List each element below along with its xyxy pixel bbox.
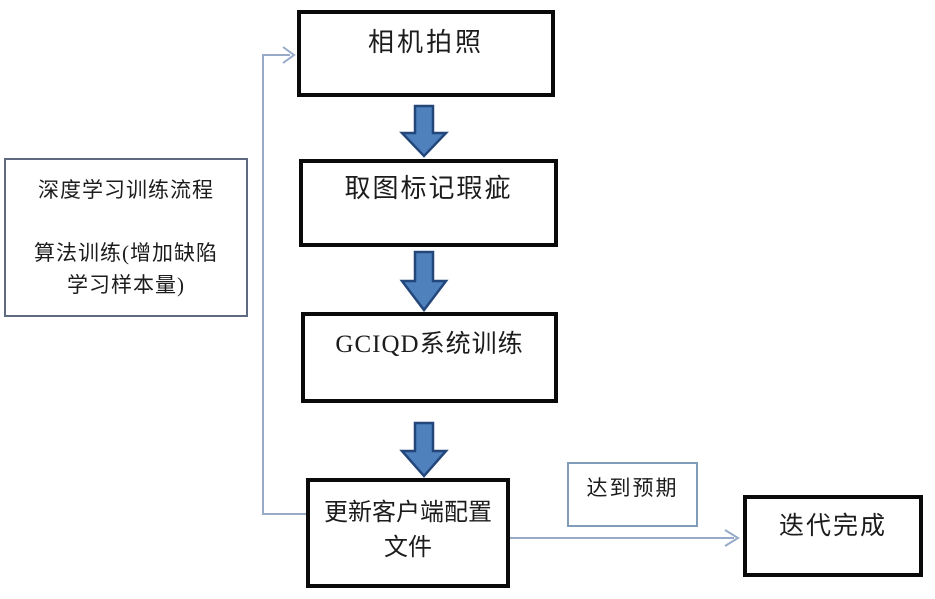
block-arrow-down-icon-2 [399,250,449,313]
feedback-arrowhead-icon [282,46,296,64]
process-box-iteration-done: 迭代完成 [743,495,923,577]
block-arrow-down-icon-3 [399,421,449,478]
process-box-camera: 相机拍照 [297,10,555,97]
process-box-update-config: 更新客户端配置 文件 [306,478,510,588]
condition-label-expected: 达到预期 [567,462,698,527]
result-arrowhead-icon [724,529,740,547]
block-arrow-down-icon-1 [399,104,449,158]
process-box-mark-defects: 取图标记瑕疵 [299,159,558,247]
feedback-connector-line [262,54,306,515]
process-box-gciqd-training: GCIQD系统训练 [301,312,558,403]
side-note-box: 深度学习训练流程 算法训练(增加缺陷 学习样本量) [4,158,248,317]
